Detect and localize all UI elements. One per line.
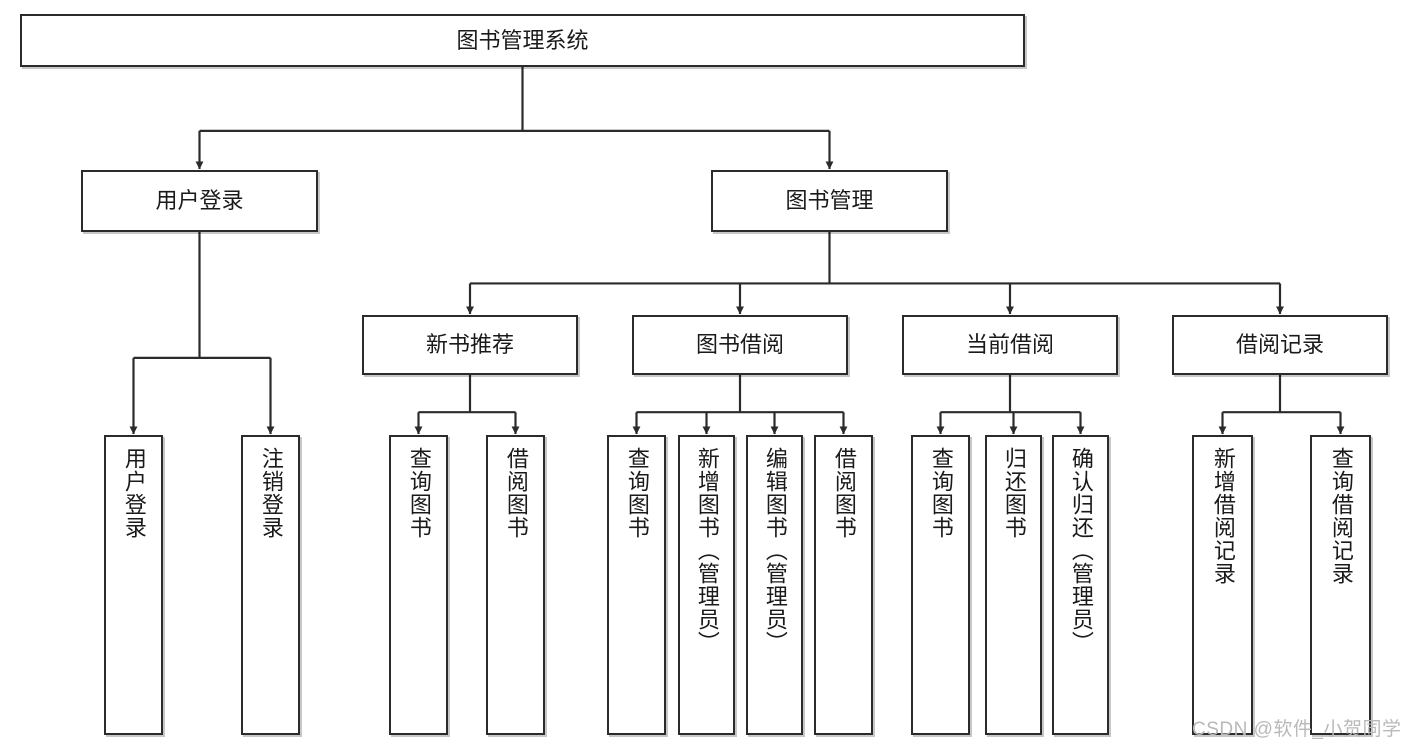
node-label: 当前借阅 — [965, 332, 1054, 358]
node-label: 图书管理 — [785, 188, 874, 214]
node-current-borrow[interactable]: 当前借阅 — [902, 315, 1118, 375]
csdn-watermark: CSDN @软件_小贺同学 — [1192, 719, 1402, 740]
node-leaf-borrow-borrow-book[interactable]: 借阅图书 — [814, 435, 873, 735]
node-label: 编辑图书（管理员） — [762, 447, 788, 654]
node-label: 借阅图书 — [831, 447, 857, 539]
node-leaf-current-return-book[interactable]: 归还图书 — [985, 435, 1042, 735]
node-label: 图书借阅 — [695, 332, 784, 358]
node-leaf-logout[interactable]: 注销登录 — [241, 435, 300, 735]
connector-bus — [133, 232, 271, 359]
node-label: 图书管理系统 — [456, 27, 589, 53]
node-label: 归还图书 — [1001, 447, 1027, 539]
node-leaf-current-confirm-return[interactable]: 确认归还（管理员） — [1052, 435, 1109, 735]
connector-bus — [199, 67, 830, 132]
node-user-login[interactable]: 用户登录 — [81, 170, 318, 232]
node-label: 查询借阅记录 — [1328, 447, 1354, 585]
node-label: 用户登录 — [121, 447, 147, 539]
node-label: 借阅图书 — [503, 447, 529, 539]
node-leaf-current-query-book[interactable]: 查询图书 — [911, 435, 970, 735]
node-leaf-borrow-edit-book[interactable]: 编辑图书（管理员） — [746, 435, 803, 735]
connector-bus — [636, 375, 844, 414]
connector-bus — [418, 375, 516, 414]
node-label: 注销登录 — [258, 447, 284, 539]
node-label: 查询图书 — [624, 447, 650, 539]
node-leaf-rec-query-book[interactable]: 查询图书 — [389, 435, 448, 735]
node-book-borrow[interactable]: 图书借阅 — [632, 315, 848, 375]
connector-bus — [940, 375, 1081, 414]
node-book-management[interactable]: 图书管理 — [711, 170, 948, 232]
node-leaf-user-login[interactable]: 用户登录 — [104, 435, 163, 735]
node-leaf-record-query[interactable]: 查询借阅记录 — [1310, 435, 1371, 735]
node-root[interactable]: 图书管理系统 — [20, 14, 1025, 67]
node-label: 新增借阅记录 — [1210, 447, 1236, 585]
node-leaf-borrow-query-book[interactable]: 查询图书 — [607, 435, 666, 735]
node-label: 新书推荐 — [425, 332, 514, 358]
node-label: 新增图书（管理员） — [694, 447, 720, 654]
node-label: 用户登录 — [155, 188, 244, 214]
node-borrow-record[interactable]: 借阅记录 — [1172, 315, 1388, 375]
node-leaf-record-add[interactable]: 新增借阅记录 — [1192, 435, 1253, 735]
node-label: 确认归还（管理员） — [1068, 447, 1094, 654]
node-label: 查询图书 — [928, 447, 954, 539]
node-label: 查询图书 — [406, 447, 432, 539]
node-new-book-recommend[interactable]: 新书推荐 — [362, 315, 578, 375]
node-leaf-borrow-add-book[interactable]: 新增图书（管理员） — [678, 435, 735, 735]
connector-bus — [1222, 375, 1341, 414]
node-leaf-rec-borrow-book[interactable]: 借阅图书 — [486, 435, 545, 735]
connector-bus — [470, 232, 1280, 285]
node-label: 借阅记录 — [1235, 332, 1324, 358]
